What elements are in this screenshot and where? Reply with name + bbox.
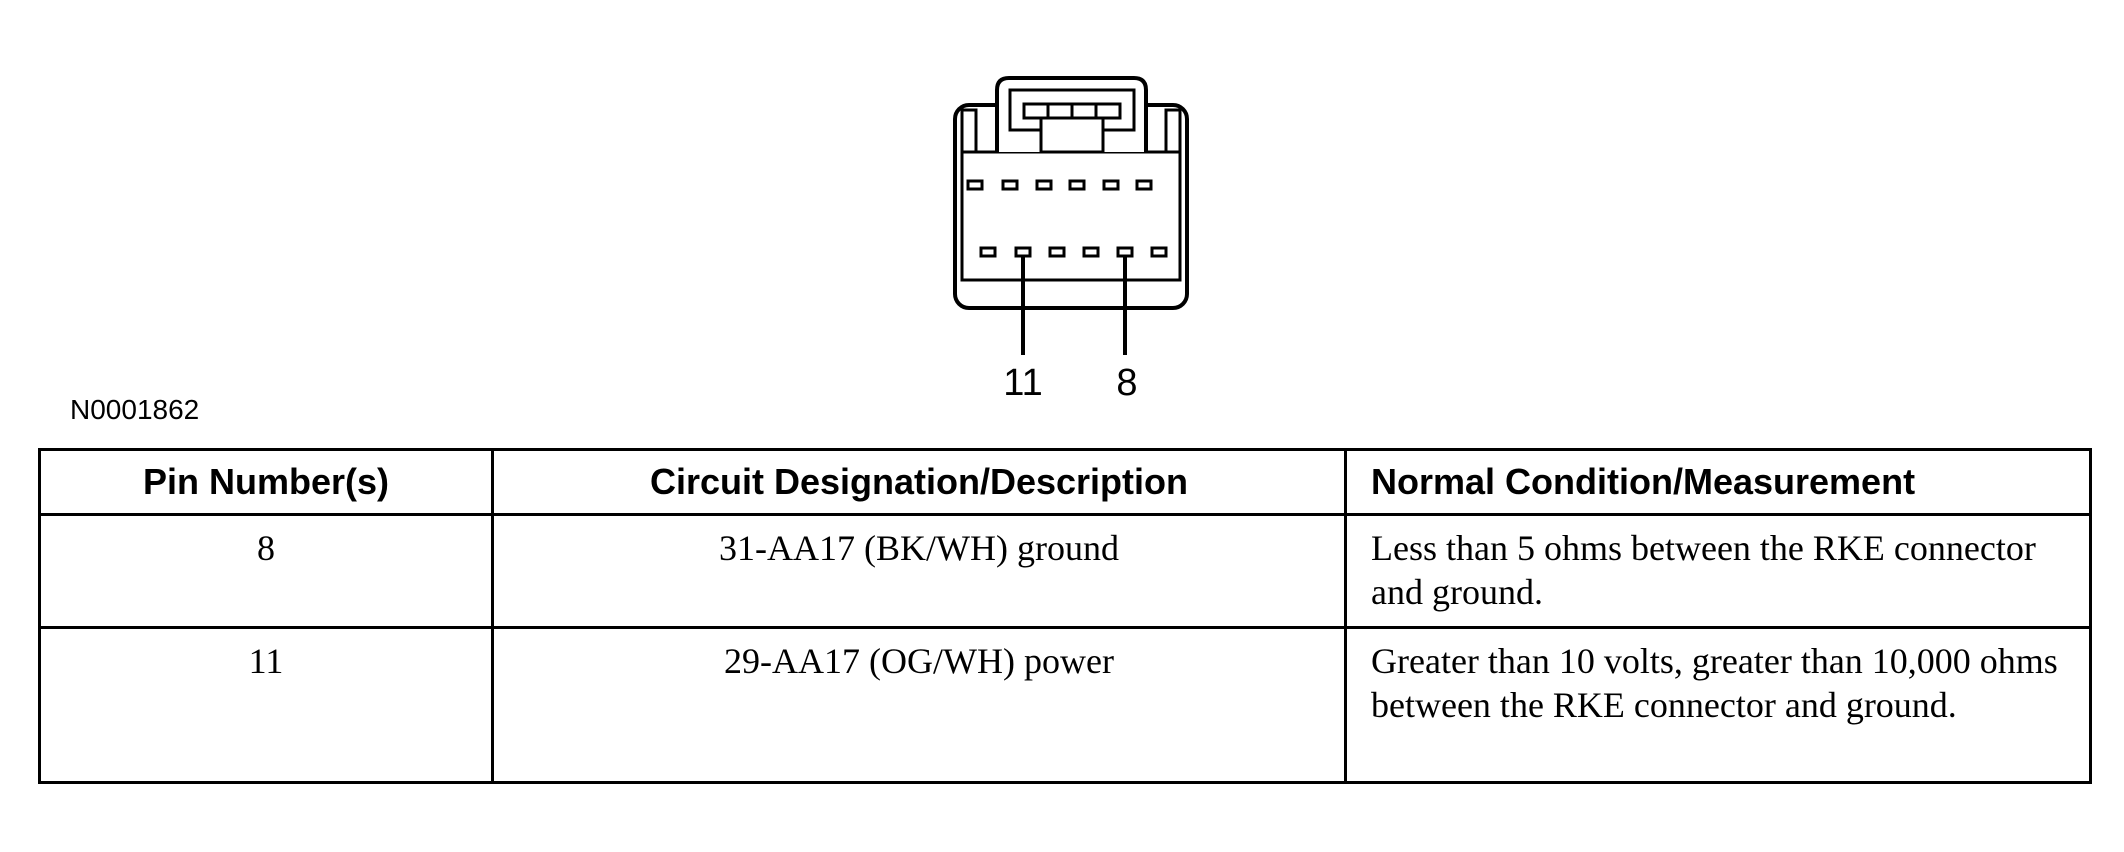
table-header-row: Pin Number(s) Circuit Designation/Descri…: [38, 448, 2092, 516]
header-circuit: Circuit Designation/Description: [491, 448, 1347, 516]
bottom-pin-row: [979, 246, 1168, 258]
table-row: 8 31-AA17 (BK/WH) ground Less than 5 ohm…: [38, 513, 2092, 629]
pin-table: Pin Number(s) Circuit Designation/Descri…: [38, 448, 2092, 784]
latch-block: [1039, 116, 1105, 154]
cell-condition: Less than 5 ohms between the RKE connect…: [1344, 513, 2092, 629]
cell-circuit: 29-AA17 (OG/WH) power: [491, 626, 1347, 784]
connector-right-ear: [1164, 108, 1182, 154]
cell-pin-number: 11: [38, 626, 494, 784]
callout-pin-11: 11: [1003, 362, 1042, 404]
connector-diagram: 11 8: [953, 76, 1189, 404]
cell-circuit: 31-AA17 (BK/WH) ground: [491, 513, 1347, 629]
connector-left-ear: [960, 108, 978, 154]
callout-pin-8: 8: [1116, 362, 1137, 404]
cell-pin-number: 8: [38, 513, 494, 629]
table-row: 11 29-AA17 (OG/WH) power Greater than 10…: [38, 626, 2092, 784]
header-condition: Normal Condition/Measurement: [1344, 448, 2092, 516]
top-pin-row: [966, 179, 1153, 191]
header-pin-number: Pin Number(s): [38, 448, 494, 516]
connector-face: [960, 150, 1182, 282]
cell-condition: Greater than 10 volts, greater than 10,0…: [1344, 626, 2092, 784]
figure-id: N0001862: [70, 394, 200, 425]
